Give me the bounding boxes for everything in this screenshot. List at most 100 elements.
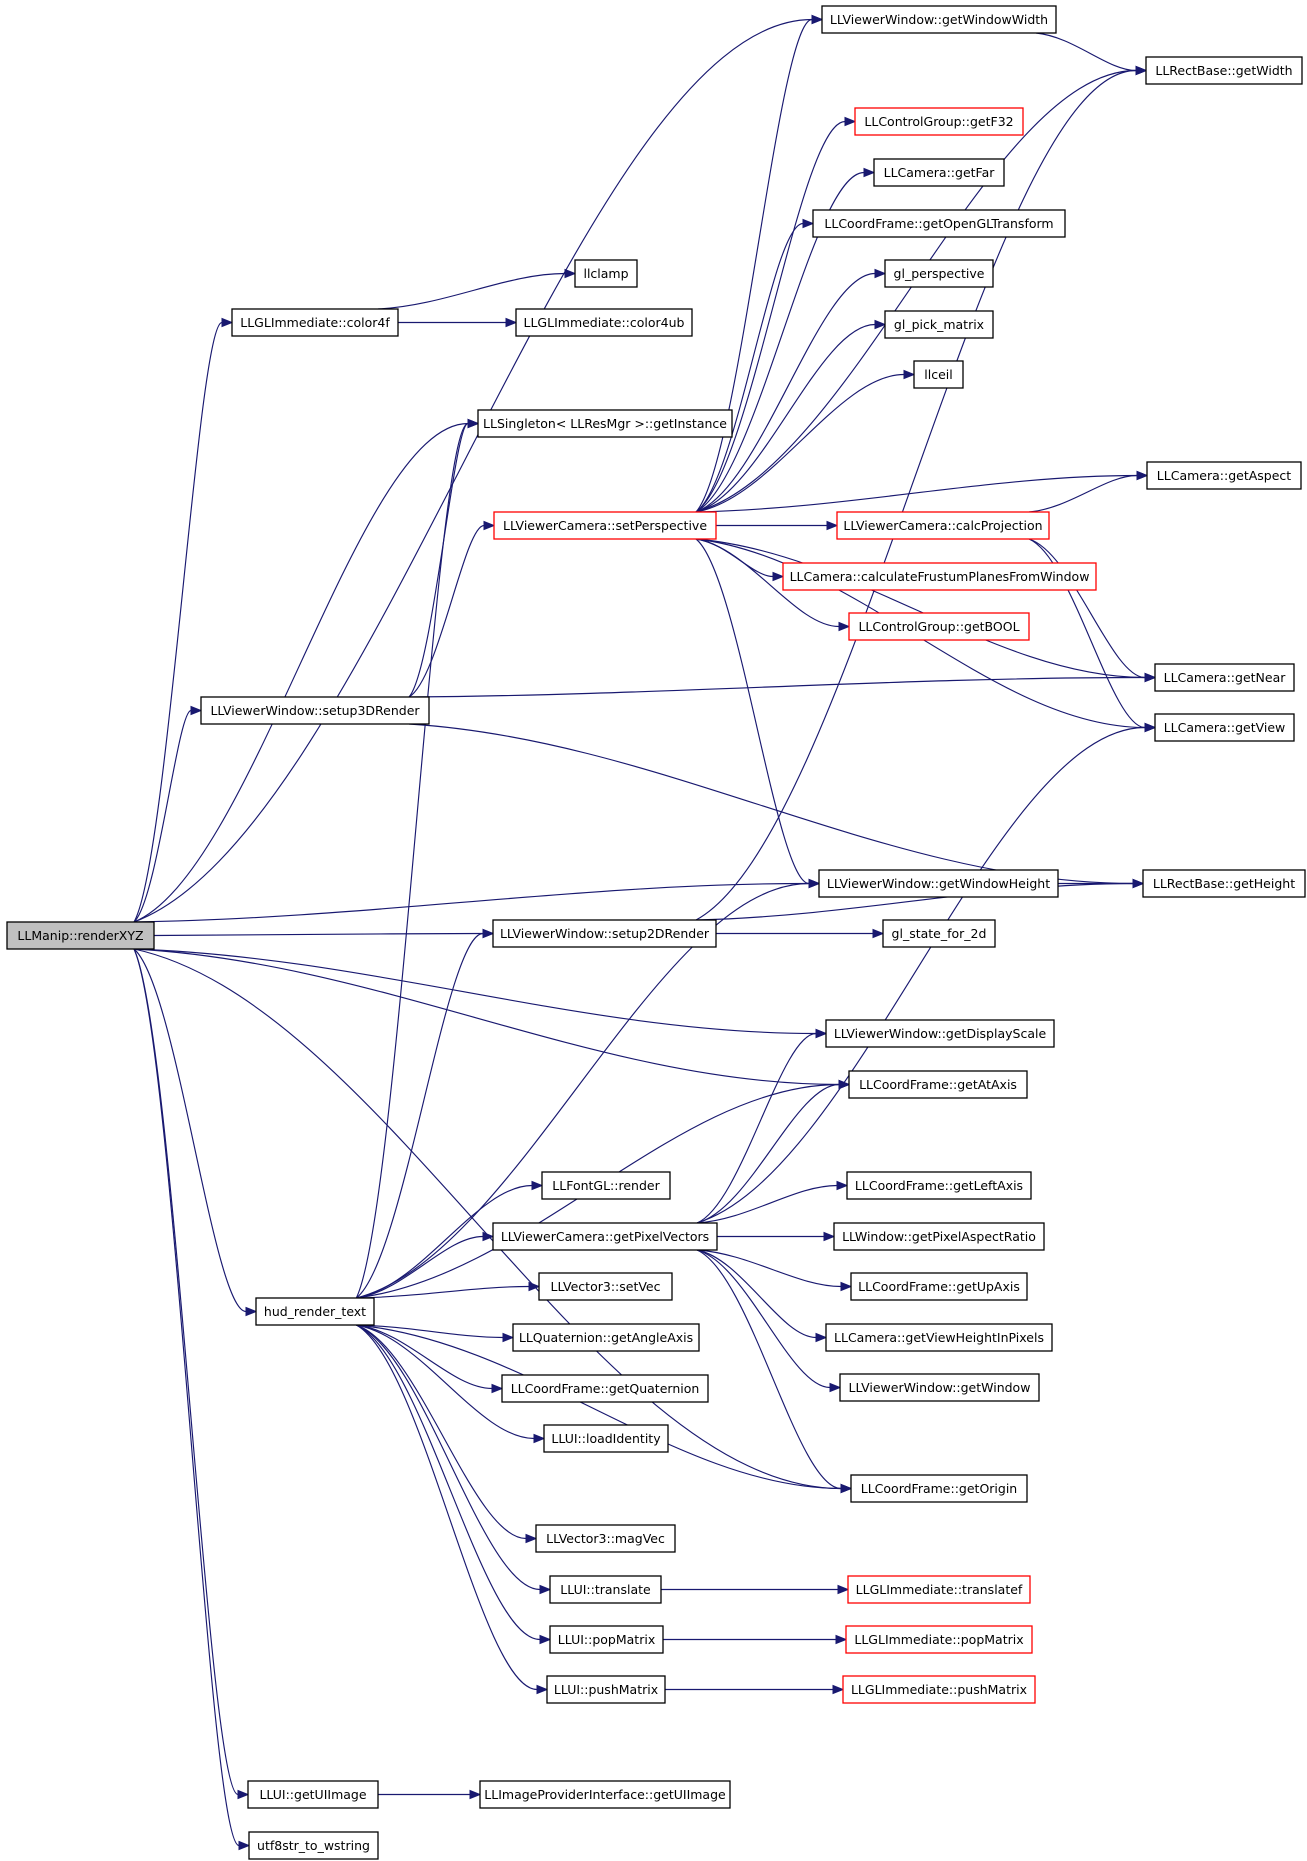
node-renderxyz[interactable]: LLManip::renderXYZ <box>6 921 155 950</box>
node-calcfrustum[interactable]: LLCamera::calculateFrustumPlanesFromWind… <box>782 562 1097 591</box>
node-gl-perspective[interactable]: gl_perspective <box>884 259 994 288</box>
node-llui-popmatrix[interactable]: LLUI::popMatrix <box>549 1625 664 1654</box>
node-getview[interactable]: LLCamera::getView <box>1154 713 1295 742</box>
node-rect-getwidth[interactable]: LLRectBase::getWidth <box>1145 56 1303 85</box>
node-gl-pick-matrix[interactable]: gl_pick_matrix <box>884 310 994 339</box>
node-getviewheightinpixels[interactable]: LLCamera::getViewHeightInPixels <box>825 1323 1053 1352</box>
node-getinstance[interactable]: LLSingleton< LLResMgr >::getInstance <box>477 409 733 438</box>
node-getwindowheight[interactable]: LLViewerWindow::getWindowHeight <box>818 869 1059 898</box>
node-box[interactable] <box>884 310 994 339</box>
node-box[interactable] <box>825 1019 1055 1048</box>
node-box[interactable] <box>574 259 638 288</box>
node-box[interactable] <box>825 1323 1053 1352</box>
node-box[interactable] <box>515 308 693 337</box>
node-box[interactable] <box>231 308 399 337</box>
node-box[interactable] <box>512 1323 700 1352</box>
node-box[interactable] <box>847 1575 1031 1604</box>
node-loadidentity[interactable]: LLUI::loadIdentity <box>543 1424 669 1453</box>
node-color4f[interactable]: LLGLImmediate::color4f <box>231 308 399 337</box>
node-llclamp[interactable]: llclamp <box>574 259 638 288</box>
node-translatef[interactable]: LLGLImmediate::translatef <box>847 1575 1031 1604</box>
node-box[interactable] <box>812 209 1066 238</box>
node-gl-pushmatrix[interactable]: LLGLImmediate::pushMatrix <box>842 1675 1036 1704</box>
node-box[interactable] <box>850 1474 1028 1503</box>
node-box[interactable] <box>535 1524 676 1553</box>
node-getleftaxis[interactable]: LLCoordFrame::getLeftAxis <box>846 1171 1032 1200</box>
node-getpixelaspectratio[interactable]: LLWindow::getPixelAspectRatio <box>833 1222 1045 1251</box>
node-box[interactable] <box>821 5 1057 34</box>
node-box[interactable] <box>1154 713 1295 742</box>
node-llui-translate[interactable]: LLUI::translate <box>549 1575 662 1604</box>
node-box[interactable] <box>846 1171 1032 1200</box>
node-getwindowwidth[interactable]: LLViewerWindow::getWindowWidth <box>821 5 1057 34</box>
node-box[interactable] <box>541 1171 671 1200</box>
node-box[interactable] <box>479 1780 731 1809</box>
node-box[interactable] <box>477 409 733 438</box>
node-box[interactable] <box>1146 461 1302 490</box>
node-getdisplayscale[interactable]: LLViewerWindow::getDisplayScale <box>825 1019 1055 1048</box>
node-box[interactable] <box>873 158 1005 187</box>
node-box[interactable] <box>501 1374 709 1403</box>
node-getaspect[interactable]: LLCamera::getAspect <box>1146 461 1302 490</box>
node-getuiimage[interactable]: LLUI::getUIImage <box>247 1780 379 1809</box>
node-getquaternion[interactable]: LLCoordFrame::getQuaternion <box>501 1374 709 1403</box>
node-box[interactable] <box>913 360 964 389</box>
node-box[interactable] <box>492 1222 718 1251</box>
node-getnear[interactable]: LLCamera::getNear <box>1154 663 1295 692</box>
node-color4ub[interactable]: LLGLImmediate::color4ub <box>515 308 693 337</box>
node-getataxis[interactable]: LLCoordFrame::getAtAxis <box>848 1070 1028 1099</box>
node-llui-pushmatrix[interactable]: LLUI::pushMatrix <box>546 1675 666 1704</box>
node-imageprovider-getuiimage[interactable]: LLImageProviderInterface::getUIImage <box>479 1780 731 1809</box>
node-box[interactable] <box>850 1272 1028 1301</box>
node-box[interactable] <box>1145 56 1303 85</box>
node-box[interactable] <box>492 919 717 948</box>
node-box[interactable] <box>247 1780 379 1809</box>
node-box[interactable] <box>842 1675 1036 1704</box>
node-getbool[interactable]: LLControlGroup::getBOOL <box>848 612 1030 641</box>
node-box[interactable] <box>6 921 155 950</box>
node-gl-state-for-2d[interactable]: gl_state_for_2d <box>882 919 996 948</box>
node-setperspective[interactable]: LLViewerCamera::setPerspective <box>493 511 717 540</box>
node-box[interactable] <box>845 1625 1033 1654</box>
node-getangleaxis[interactable]: LLQuaternion::getAngleAxis <box>512 1323 700 1352</box>
node-getpixelvectors[interactable]: LLViewerCamera::getPixelVectors <box>492 1222 718 1251</box>
node-box[interactable] <box>1142 869 1306 898</box>
node-gl-popmatrix[interactable]: LLGLImmediate::popMatrix <box>845 1625 1033 1654</box>
node-box[interactable] <box>255 1297 375 1326</box>
node-box[interactable] <box>493 511 717 540</box>
node-getopengltransform[interactable]: LLCoordFrame::getOpenGLTransform <box>812 209 1066 238</box>
node-setup2drender[interactable]: LLViewerWindow::setup2DRender <box>492 919 717 948</box>
node-box[interactable] <box>839 1373 1040 1402</box>
node-setup3drender[interactable]: LLViewerWindow::setup3DRender <box>200 696 430 725</box>
node-getwindow[interactable]: LLViewerWindow::getWindow <box>839 1373 1040 1402</box>
node-utf8str-to-wstring[interactable]: utf8str_to_wstring <box>248 1831 379 1860</box>
node-rect-getheight[interactable]: LLRectBase::getHeight <box>1142 869 1306 898</box>
node-box[interactable] <box>884 259 994 288</box>
node-getfar[interactable]: LLCamera::getFar <box>873 158 1005 187</box>
node-calcprojection[interactable]: LLViewerCamera::calcProjection <box>836 511 1050 540</box>
node-getf32[interactable]: LLControlGroup::getF32 <box>854 107 1024 136</box>
node-magvec[interactable]: LLVector3::magVec <box>535 1524 676 1553</box>
node-getorigin[interactable]: LLCoordFrame::getOrigin <box>850 1474 1028 1503</box>
node-box[interactable] <box>882 919 996 948</box>
node-box[interactable] <box>546 1675 666 1704</box>
node-box[interactable] <box>854 107 1024 136</box>
node-getupaxis[interactable]: LLCoordFrame::getUpAxis <box>850 1272 1028 1301</box>
node-setvec[interactable]: LLVector3::setVec <box>538 1272 673 1301</box>
node-box[interactable] <box>848 1070 1028 1099</box>
node-box[interactable] <box>848 612 1030 641</box>
node-box[interactable] <box>1154 663 1295 692</box>
node-llceil[interactable]: llceil <box>913 360 964 389</box>
node-hud-render-text[interactable]: hud_render_text <box>255 1297 375 1326</box>
node-box[interactable] <box>538 1272 673 1301</box>
node-box[interactable] <box>782 562 1097 591</box>
node-box[interactable] <box>549 1575 662 1604</box>
node-box[interactable] <box>248 1831 379 1860</box>
node-box[interactable] <box>833 1222 1045 1251</box>
node-box[interactable] <box>836 511 1050 540</box>
node-fontgl-render[interactable]: LLFontGL::render <box>541 1171 671 1200</box>
node-box[interactable] <box>549 1625 664 1654</box>
node-box[interactable] <box>200 696 430 725</box>
node-box[interactable] <box>543 1424 669 1453</box>
node-box[interactable] <box>818 869 1059 898</box>
